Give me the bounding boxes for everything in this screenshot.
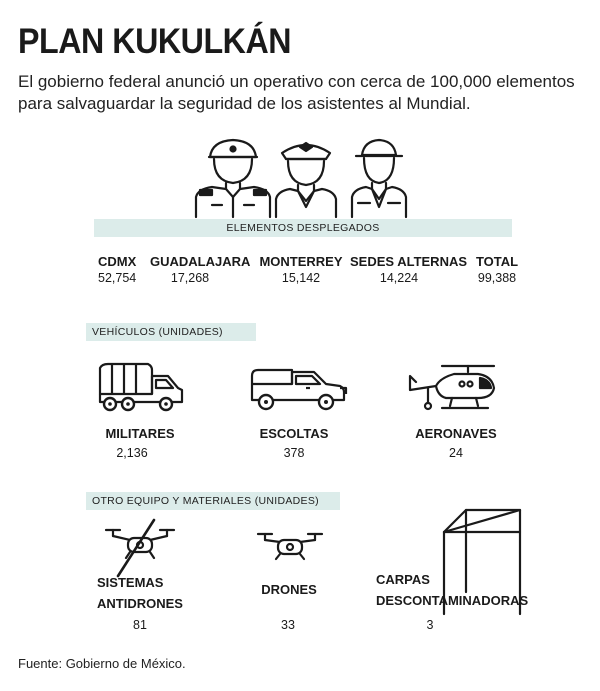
vehicle-aeronaves-value: 24	[449, 446, 463, 460]
equipment-section-band	[86, 492, 340, 510]
personnel-section-band	[94, 219, 512, 237]
city-cdmx-label: CDMX	[98, 254, 137, 269]
no-drone-icon	[104, 518, 176, 578]
equipment-section-label: OTRO EQUIPO Y MATERIALES (UNIDADES)	[92, 495, 319, 507]
personnel-icons	[194, 138, 408, 219]
city-guadalajara-label: GUADALAJARA	[150, 254, 251, 269]
page-title: PLAN KUKULKÁN	[18, 22, 292, 61]
equipment-drones-value: 33	[281, 618, 295, 632]
police-officer-icon	[274, 141, 338, 219]
equipment-carpas-label-line1: CARPAS	[376, 572, 430, 587]
page-subtitle: El gobierno federal anunció un operativo…	[18, 72, 575, 113]
city-monterrey-label: MONTERREY	[259, 254, 343, 269]
pickup-truck-icon	[250, 368, 348, 411]
equipment-carpas-value: 3	[426, 618, 434, 632]
city-sedes-alternas-label: SEDES ALTERNAS	[350, 254, 468, 269]
vehicle-escoltas-label: ESCOLTAS	[259, 426, 329, 441]
guard-officer-icon	[350, 138, 408, 219]
vehicle-militares-label: MILITARES	[105, 426, 175, 441]
equipment-drones-label: DRONES	[261, 582, 317, 597]
vehicle-aeronaves-label: AERONAVES	[415, 426, 497, 441]
city-guadalajara-value: 17,268	[170, 271, 210, 285]
equipment-carpas-label-line2: DESCONTAMINADORAS	[376, 593, 529, 608]
drone-icon	[256, 532, 324, 561]
equipment-antidrones-label-line1: SISTEMAS	[97, 575, 164, 590]
total-value: 99,388	[477, 271, 517, 285]
soldier-icon	[194, 138, 272, 219]
city-monterrey-value: 15,142	[281, 271, 321, 285]
personnel-section-label: ELEMENTOS DESPLEGADOS	[226, 222, 380, 234]
military-truck-icon	[98, 362, 184, 412]
source-note: Fuente: Gobierno de México.	[18, 656, 186, 671]
vehicle-escoltas-value: 378	[283, 446, 305, 460]
equipment-antidrones-label-line2: ANTIDRONES	[97, 596, 183, 611]
city-cdmx-value: 52,754	[98, 271, 137, 285]
equipment-antidrones-value: 81	[133, 618, 147, 632]
tent-icon	[442, 508, 522, 616]
helicopter-icon	[408, 364, 496, 411]
vehicles-section-label: VEHÍCULOS (UNIDADES)	[92, 326, 223, 338]
city-sedes-alternas-value: 14,224	[379, 271, 419, 285]
vehicle-militares-value: 2,136	[116, 446, 148, 460]
vehicles-section-band	[86, 323, 256, 341]
total-label: TOTAL	[475, 254, 519, 269]
